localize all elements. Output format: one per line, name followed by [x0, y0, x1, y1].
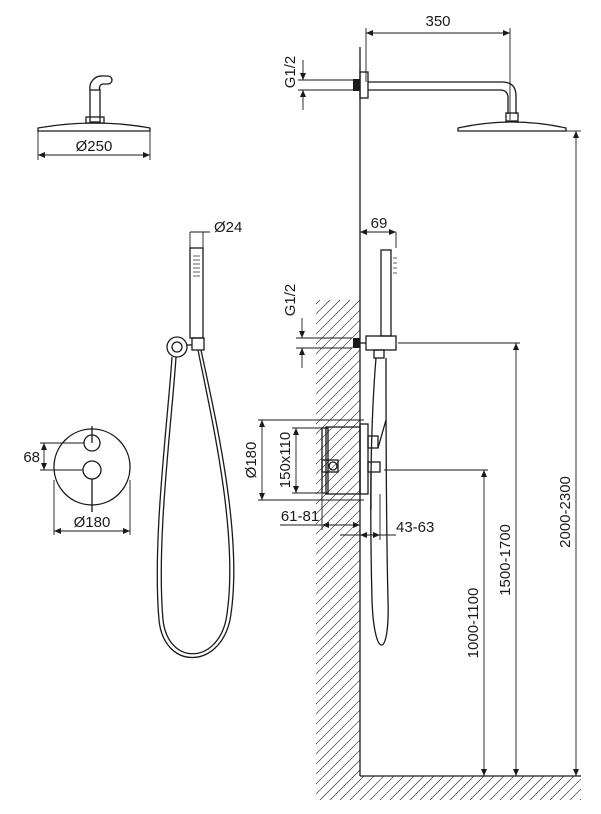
box-depth-label: 61-81 [281, 508, 319, 525]
wall-section [316, 47, 581, 800]
outlet-side-view: 69 G1/2 [282, 215, 397, 646]
mixer-diameter-side-label: Ø180 [243, 442, 260, 479]
head-arm-length-label: 350 [425, 13, 450, 30]
box-size-label: 150x110 [277, 432, 294, 488]
shower-arm-side-view: 350 G1/2 [282, 13, 567, 132]
mixer-height-label: 1000-1100 [465, 588, 482, 659]
plate-handle-offset-label: 68 [23, 449, 40, 466]
bracket-offset-label: 69 [371, 215, 388, 232]
hand-shower-diameter-label: Ø24 [214, 219, 242, 236]
head-height-label: 2000-2300 [557, 476, 574, 548]
mixer-plate-diameter-label: Ø180 [74, 514, 111, 531]
outlet-thread-label: G1/2 [282, 284, 299, 317]
trim-projection-label: 43-63 [396, 519, 434, 536]
shower-head-top-view: Ø250 [37, 75, 151, 160]
mixer-side-view: Ø180 150x110 61-81 43-63 [243, 419, 434, 540]
outlet-height-label: 1500-1700 [497, 524, 514, 596]
hand-shower-set: Ø24 [156, 219, 242, 658]
head-thread-label: G1/2 [282, 56, 299, 89]
height-dimensions: 1000-1100 1500-1700 2000-2300 [384, 130, 581, 776]
mixer-front-view: 68 Ø180 [23, 426, 131, 535]
head-diameter-label: Ø250 [76, 138, 113, 155]
